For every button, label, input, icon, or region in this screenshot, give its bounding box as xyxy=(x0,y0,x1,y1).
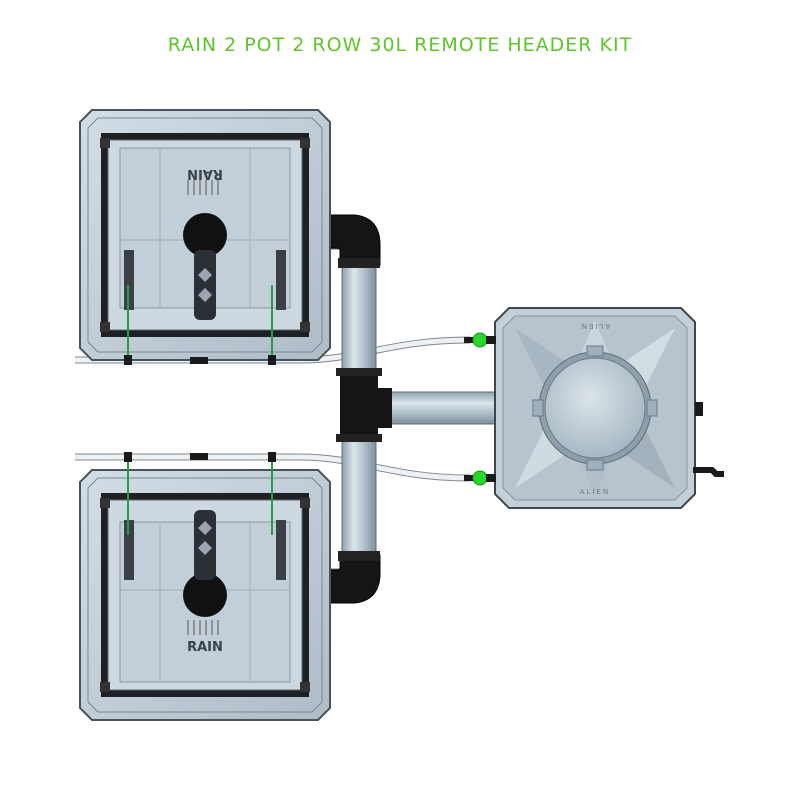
tank-logo-bottom: ALIEN xyxy=(580,488,610,496)
pot-top-logo: RAIN xyxy=(187,166,223,181)
elbow-fitting-bottom xyxy=(329,554,381,604)
kit-title: RAIN 2 POT 2 ROW 30L REMOTE HEADER KIT xyxy=(167,34,633,56)
pot-top xyxy=(79,109,331,361)
pot-bottom-logo: RAIN xyxy=(187,640,223,655)
pot-bottom xyxy=(79,469,331,721)
reservoir-tank xyxy=(494,307,696,509)
tank-outlet-pipe xyxy=(384,391,501,425)
elbow-fitting-bottom-collar xyxy=(338,551,380,561)
hose-connectors xyxy=(464,332,496,486)
header-pipe-lower xyxy=(341,437,377,559)
drip-stakes xyxy=(127,285,273,535)
elbow-fitting-top xyxy=(329,214,381,266)
tee-fitting xyxy=(336,368,392,442)
elbow-fitting-top-collar xyxy=(338,258,380,268)
tank-side-fitting-upper xyxy=(695,402,703,416)
header-pipe-upper xyxy=(341,261,377,373)
drip-stake-tees xyxy=(124,355,276,462)
tank-drain-line xyxy=(693,467,724,477)
tank-logo-top: ALIEN xyxy=(580,322,610,330)
